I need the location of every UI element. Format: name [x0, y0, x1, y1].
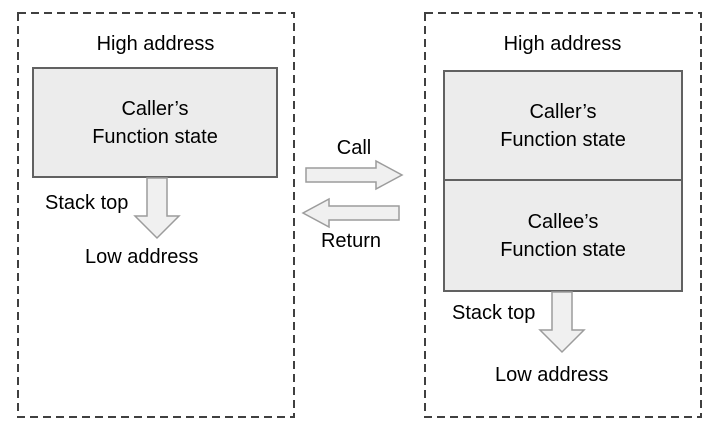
right-callee-box-line2: Function state [500, 238, 626, 261]
left-caller-box-line2: Function state [92, 125, 218, 148]
right-stack-top-label: Stack top [452, 302, 536, 324]
right-stack-growth-down-arrow-icon [538, 291, 586, 354]
right-caller-state-box: Caller’s Function state [443, 70, 683, 181]
left-stack-growth-down-arrow-icon [133, 177, 181, 240]
right-high-address-label: High address [503, 33, 622, 55]
left-stack-top-label: Stack top [45, 192, 129, 214]
left-panel-dashed-border [17, 12, 295, 418]
return-left-arrow-icon [301, 197, 400, 229]
left-high-address-label: High address [96, 33, 215, 55]
call-label: Call [336, 137, 372, 159]
right-callee-box-line1: Callee’s [527, 210, 599, 233]
right-caller-box-line2: Function state [500, 128, 626, 151]
right-low-address-label: Low address [495, 364, 609, 386]
right-callee-state-box: Callee’s Function state [443, 181, 683, 292]
left-caller-state-box: Caller’s Function state [32, 67, 278, 178]
call-right-arrow-icon [305, 159, 404, 191]
return-label: Return [320, 230, 382, 252]
left-caller-box-line1: Caller’s [121, 97, 189, 120]
left-low-address-label: Low address [85, 246, 199, 268]
right-caller-box-line1: Caller’s [529, 100, 597, 123]
right-panel-dashed-border [424, 12, 702, 418]
